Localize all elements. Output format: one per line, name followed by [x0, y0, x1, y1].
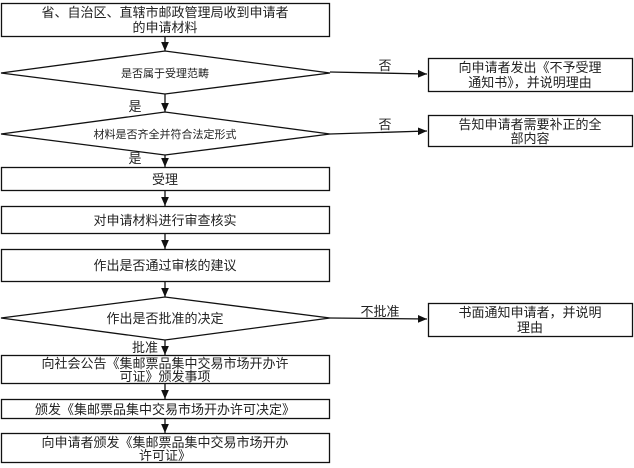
- node-text: 向申请者颁发《集邮票品集中交易市场开办: [41, 435, 288, 451]
- node-text: 部内容: [510, 131, 549, 147]
- node-recommend: 作出是否通过审核的建议: [0, 248, 331, 283]
- decision-complete: 材料是否齐全并符合法定形式: [0, 111, 331, 156]
- node-text: 通知书》，并说明理由: [468, 75, 592, 91]
- arrow-decision-deny: [329, 315, 428, 323]
- edge-label-approve: 批准: [132, 341, 158, 356]
- node-deny-notice: 书面通知申请者，并说明 理由: [427, 302, 634, 338]
- decision-text: 是否属于受理范畴: [121, 66, 209, 80]
- node-issue-license: 向申请者颁发《集邮票品集中交易市场开办 许可证》: [0, 432, 331, 464]
- node-text: 省、自治区、直辖市邮政管理局收到申请者: [41, 5, 288, 21]
- node-review: 对申请材料进行审查核实: [0, 205, 331, 235]
- node-announce: 向社会公告《集邮票品集中交易市场开办许 可证》颁发事项: [0, 354, 331, 385]
- arrow-scope-reject: [329, 69, 428, 78]
- edge-label-yes: 是: [128, 100, 141, 115]
- node-text: 受理: [152, 173, 178, 188]
- node-text: 对申请材料进行审查核实: [93, 214, 236, 229]
- connectors: [161, 36, 428, 433]
- node-text: 许可证》: [139, 449, 191, 464]
- decision-scope: 是否属于受理范畴: [0, 50, 331, 95]
- node-text: 作出是否通过审核的建议: [93, 258, 236, 274]
- edge-label-yes: 是: [128, 152, 141, 167]
- node-text: 可证》颁发事项: [119, 369, 210, 385]
- node-correction-notice: 告知申请者需要补正的全 部内容: [427, 114, 634, 148]
- decision-text: 作出是否批准的决定: [106, 311, 223, 327]
- edge-label-deny: 不批准: [360, 305, 399, 320]
- node-text: 告知申请者需要补正的全: [458, 117, 601, 133]
- arrow-complete-correction: [329, 127, 428, 136]
- node-text: 书面通知申请者，并说明: [458, 305, 601, 321]
- node-receive: 省、自治区、直辖市邮政管理局收到申请者 的申请材料: [0, 2, 331, 38]
- node-issue-decision: 颁发《集邮票品集中交易市场开办许可决定》: [0, 398, 331, 420]
- node-text: 向社会公告《集邮票品集中交易市场开办许: [41, 356, 288, 372]
- edge-label-no: 否: [378, 118, 391, 133]
- node-reject-notice: 向申请者发出《不予受理 通知书》，并说明理由: [427, 57, 634, 93]
- decision-approval: 作出是否批准的决定: [0, 296, 331, 341]
- node-text: 的申请材料: [132, 20, 197, 36]
- decision-text: 材料是否齐全并符合法定形式: [94, 127, 237, 141]
- edge-label-no: 否: [378, 59, 391, 74]
- node-text: 向申请者发出《不予受理: [458, 60, 601, 76]
- node-accept: 受理: [0, 166, 331, 192]
- node-text: 颁发《集邮票品集中交易市场开办许可决定》: [35, 402, 295, 418]
- node-text: 理由: [517, 321, 543, 336]
